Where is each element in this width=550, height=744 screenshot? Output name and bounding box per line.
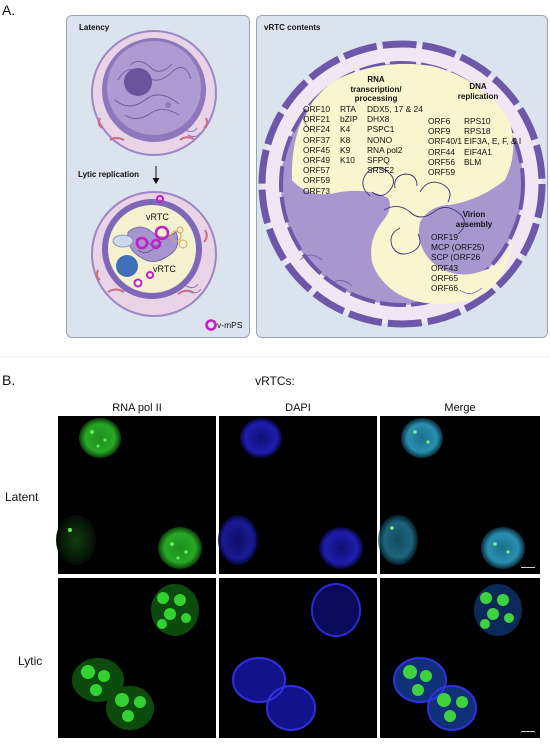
panel-b-title: vRTCs: <box>255 374 295 388</box>
latency-title: Latency <box>79 23 110 32</box>
gene-label: ORF59 <box>428 167 455 178</box>
gene-label: ORF21 <box>303 114 330 125</box>
gene-label: ORF44 <box>428 146 455 157</box>
rna-col1-list: ORF10 ORF21 ORF24 ORF37 ORF45 ORF49 ORF5… <box>303 104 330 196</box>
vmps-legend-label: v-mPS <box>217 320 243 330</box>
dna-header: DNA replication <box>457 82 499 101</box>
virion-header: Virion assembly <box>455 210 493 229</box>
row-label-lytic: Lytic <box>18 654 43 668</box>
gene-label: RTA <box>340 104 356 114</box>
gene-label: RPS10 <box>464 116 491 126</box>
gene-label: DDX5, 17 & 24 <box>367 104 423 114</box>
gene-label: ORF66 <box>431 283 458 294</box>
panel-a-illustration <box>91 30 546 331</box>
column-label-merge: Merge <box>444 402 476 414</box>
vmps-legend-icon <box>205 319 217 331</box>
gene-label: RPS18 <box>464 126 491 137</box>
rna-header: RNA transcription/ processing <box>350 75 402 103</box>
panel-divider <box>0 356 550 357</box>
gene-label: ORF59 <box>303 175 330 186</box>
gene-label: EIF4A1 <box>464 146 492 157</box>
gene-label: ORF56 <box>428 156 455 167</box>
gene-label: NONO <box>367 134 393 145</box>
lytic-cell-diagram <box>91 191 217 317</box>
gene-label: DHX8 <box>367 114 390 125</box>
lytic-replication-title: Lytic replication <box>78 170 140 179</box>
dna-col2-list: RPS10 RPS18 EIF3A, E, F, & I EIF4A1 BLM <box>464 116 521 167</box>
gene-label: ORF10 <box>303 104 330 114</box>
panel-b-letter: B. <box>2 372 16 388</box>
gene-label: ORF40/1 <box>428 136 462 147</box>
gene-label: ORF37 <box>303 134 330 145</box>
latent-cell-diagram <box>91 30 217 156</box>
dna-col1-list: ORF6 ORF9 ORF40/1 ORF44 ORF56 ORF59 <box>428 116 462 177</box>
gene-label: K8 <box>340 134 351 145</box>
gene-label: ORF43 <box>431 262 458 273</box>
gene-label: ORF19 <box>431 232 458 242</box>
gene-label: EIF3A, E, F, & I <box>464 136 522 147</box>
column-label-rna-pol-ii: RNA pol II <box>112 402 162 414</box>
gene-label: bZIP <box>340 114 358 125</box>
vrtc-contents-diagram <box>258 40 546 328</box>
gene-label: PSPC1 <box>367 124 395 135</box>
gene-label: SFPQ <box>367 155 390 166</box>
gene-label: ORF9 <box>428 126 451 137</box>
rna-col3-list: DDX5, 17 & 24 DHX8 PSPC1 NONO RNA pol2 S… <box>367 104 423 175</box>
gene-label: RNA pol2 <box>367 144 403 155</box>
gene-label: K9 <box>340 144 351 155</box>
rna-col2-list: RTA bZIP K4 K8 K9 K10 <box>340 104 358 165</box>
gene-label: ORF57 <box>303 165 330 176</box>
gene-label: ORF45 <box>303 144 330 155</box>
virion-list: ORF19 MCP (ORF25) SCP (ORF26 ORF43 ORF65… <box>431 232 484 293</box>
vrtc-label-bottom: vRTC <box>153 264 176 274</box>
gene-label: SCP (ORF26 <box>431 252 481 263</box>
gene-label: ORF24 <box>303 124 330 135</box>
vrtc-contents-title: vRTC contents <box>264 23 321 32</box>
scale-bar-lytic <box>521 731 535 732</box>
row-label-latent: Latent <box>5 490 39 504</box>
gene-label: MCP (ORF25) <box>431 242 485 253</box>
gene-label: ORF73 <box>303 185 330 196</box>
column-label-dapi: DAPI <box>285 402 311 414</box>
vrtc-label-top: vRTC <box>146 212 169 222</box>
panel-a-letter: A. <box>2 2 16 18</box>
scale-bar-latent <box>521 567 535 568</box>
gene-label: ORF49 <box>303 155 330 166</box>
gene-label: ORF6 <box>428 116 451 126</box>
gene-label: K4 <box>340 124 351 135</box>
gene-label: K10 <box>340 155 355 166</box>
gene-label: SRSF2 <box>367 165 394 176</box>
gene-label: BLM <box>464 156 482 167</box>
gene-label: ORF65 <box>431 272 458 283</box>
